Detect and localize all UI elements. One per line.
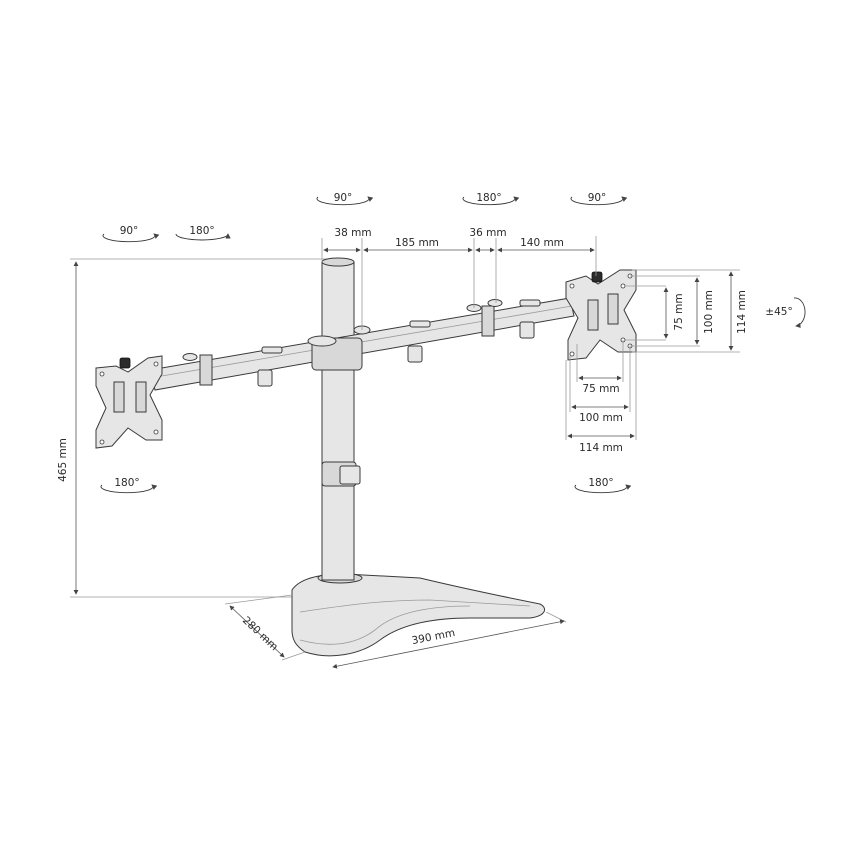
rotation-arm-joint-right: 180° xyxy=(462,192,520,206)
rotation-pole-top: 90° xyxy=(316,192,374,206)
stand-pole xyxy=(321,257,361,581)
rotation-icon-label: 90° xyxy=(588,192,607,204)
rotation-right-head-top: 90° xyxy=(570,192,628,206)
tilt-label: ±45° xyxy=(765,306,792,318)
rotation-icon-label: 180° xyxy=(114,477,139,489)
rotation-icon-label: 180° xyxy=(588,477,613,489)
vesa-v-75-label: 75 mm xyxy=(673,293,685,330)
arm-segment-2-label: 140 mm xyxy=(520,237,564,249)
rotation-right-head-bottom: 180° xyxy=(574,477,632,494)
base-depth-label: 280 mm xyxy=(240,614,280,653)
tilt-indicator: ±45° xyxy=(765,297,806,329)
height-dimension: 465 mm xyxy=(57,258,330,598)
pole-diameter-label: 38 mm xyxy=(334,227,371,239)
vesa-v-114-label: 114 mm xyxy=(736,290,748,334)
arm-dimensions: 38 mm 185 mm 36 mm 140 mm xyxy=(321,227,597,330)
vesa-h-100-label: 100 mm xyxy=(579,412,623,424)
rotation-icon-label: 90° xyxy=(334,192,353,204)
rotation-icon-label: 180° xyxy=(189,225,214,237)
rotation-left-head-top: 90° xyxy=(102,225,160,243)
vesa-vertical-dimensions: 75 mm 100 mm 114 mm xyxy=(624,269,748,353)
height-label: 465 mm xyxy=(57,438,69,482)
joint-width-label: 36 mm xyxy=(469,227,506,239)
vesa-h-75-label: 75 mm xyxy=(582,383,619,395)
rotation-left-joint: 180° xyxy=(175,225,231,241)
vesa-v-100-label: 100 mm xyxy=(703,290,715,334)
arm-segment-1-label: 185 mm xyxy=(395,237,439,249)
rotation-left-head-bottom: 180° xyxy=(100,477,158,494)
rotation-icon-label: 90° xyxy=(120,225,139,237)
vesa-h-114-label: 114 mm xyxy=(579,442,623,454)
vesa-horizontal-dimensions: 75 mm 100 mm 114 mm xyxy=(565,340,637,454)
left-vesa-plate xyxy=(95,355,163,449)
rotation-icon-label: 180° xyxy=(476,192,501,204)
right-vesa-plate xyxy=(565,269,637,361)
